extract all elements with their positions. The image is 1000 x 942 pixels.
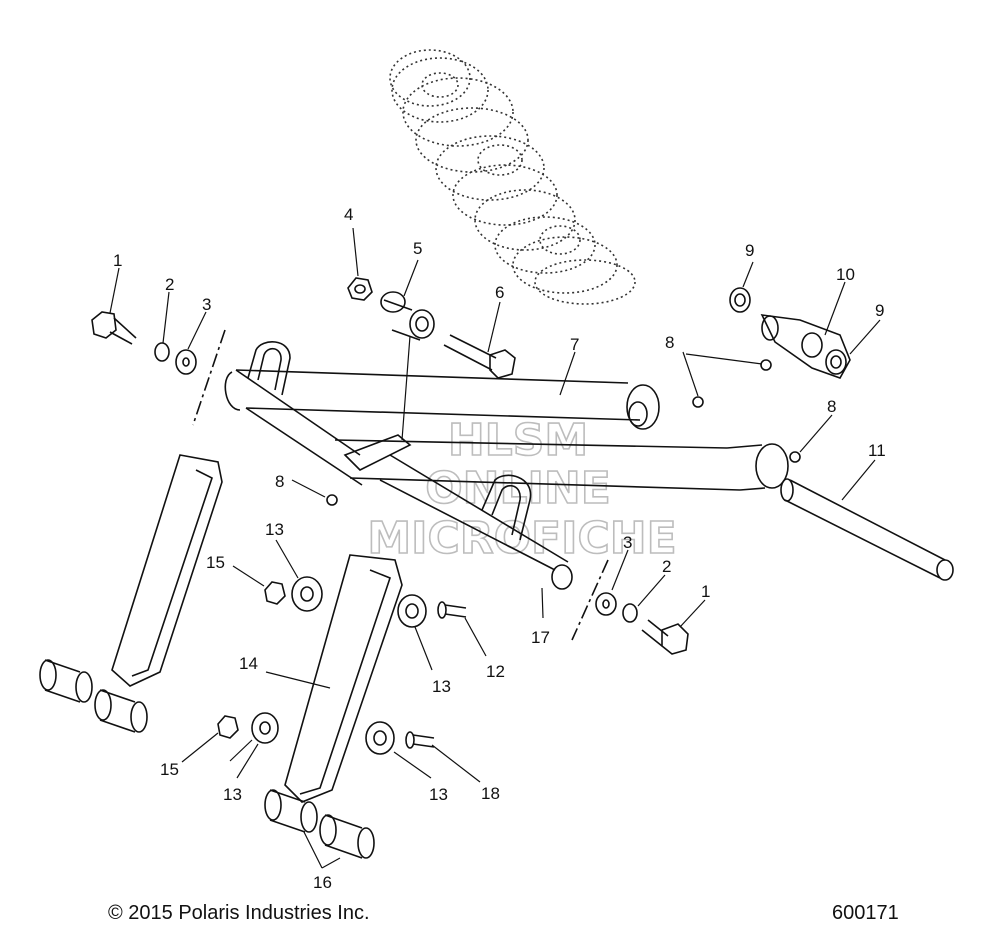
callout-18: 18 (481, 784, 500, 803)
callout-11: 11 (868, 441, 886, 460)
hardware-parts (39, 277, 851, 859)
callout-2-top: 2 (165, 275, 174, 294)
watermark-line-3: MICROFICHE (367, 513, 676, 564)
callout-5: 5 (413, 239, 422, 258)
leader-lines (109, 227, 881, 869)
shock-spring-reference (389, 49, 636, 305)
watermark-line-1: HLSM (448, 415, 588, 466)
callout-8-right: 8 (827, 397, 836, 416)
callout-14: 14 (239, 654, 258, 673)
callout-16: 16 (313, 873, 332, 892)
callout-15-a: 15 (206, 553, 225, 572)
watermark-line-2: ONLINE (425, 463, 611, 514)
callout-2-right: 2 (662, 557, 671, 576)
callout-1-right: 1 (701, 582, 710, 601)
callout-13-d: 13 (429, 785, 448, 804)
callout-8-center: 8 (665, 333, 674, 352)
callout-13-a: 13 (265, 520, 284, 539)
callout-13-c: 13 (223, 785, 242, 804)
callout-3-top: 3 (202, 295, 211, 314)
callout-9-top: 9 (745, 241, 754, 260)
callout-6: 6 (495, 283, 504, 302)
callout-7: 7 (570, 335, 579, 354)
callout-labels: 1 2 3 4 5 6 7 8 9 10 9 8 11 8 3 2 1 13 1… (113, 205, 886, 892)
watermark: HLSM ONLINE MICROFICHE (367, 414, 678, 565)
callout-13-b: 13 (432, 677, 451, 696)
callout-15-b: 15 (160, 760, 179, 779)
cross-shaft (780, 478, 954, 581)
callout-10: 10 (836, 265, 855, 284)
rear-arm-assembly (224, 341, 789, 590)
callout-17: 17 (531, 628, 550, 647)
callout-1-top: 1 (113, 251, 122, 270)
callout-12: 12 (486, 662, 505, 681)
callout-4: 4 (344, 205, 353, 224)
callout-9-right: 9 (875, 301, 884, 320)
copyright-text: © 2015 Polaris Industries Inc. (108, 902, 370, 924)
callout-3-right: 3 (623, 533, 632, 552)
diagram-number: 600171 (832, 902, 899, 924)
callout-8-left: 8 (275, 472, 284, 491)
